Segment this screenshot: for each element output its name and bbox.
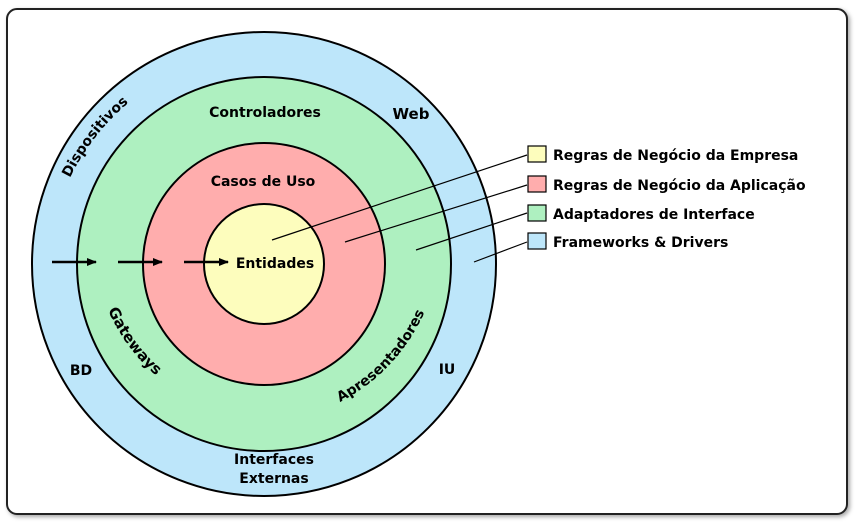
legend-item-regras-empresa: Regras de Negócio da Empresa	[527, 145, 798, 164]
legend-swatch	[527, 204, 547, 222]
legend-swatch	[527, 175, 547, 193]
legend-label: Adaptadores de Interface	[553, 207, 755, 223]
leader-line-entities	[271, 154, 528, 241]
leader-line-usecases	[344, 184, 528, 243]
label-externas: Externas	[239, 471, 308, 487]
legend-item-adaptadores: Adaptadores de Interface	[527, 204, 755, 223]
label-web: Web	[393, 105, 430, 123]
leader-line-frameworks	[473, 241, 528, 263]
legend-label: Regras de Negócio da Aplicação	[553, 178, 806, 194]
legend: Regras de Negócio da Empresa Regras de N…	[527, 145, 806, 251]
label-bd: BD	[70, 363, 92, 379]
label-entidades: Entidades	[236, 256, 314, 272]
label-casos-de-uso: Casos de Uso	[211, 174, 316, 190]
legend-swatch	[527, 145, 547, 163]
legend-item-regras-aplicacao: Regras de Negócio da Aplicação	[527, 175, 806, 194]
label-interfaces: Interfaces	[234, 452, 314, 468]
legend-item-frameworks: Frameworks & Drivers	[527, 232, 728, 251]
legend-label: Frameworks & Drivers	[553, 235, 728, 251]
legend-swatch	[527, 232, 547, 250]
layer-entities	[203, 203, 325, 325]
label-iu: IU	[439, 362, 456, 378]
label-controladores: Controladores	[209, 105, 321, 121]
leader-line-adapters	[415, 212, 528, 251]
legend-label: Regras de Negócio da Empresa	[553, 148, 798, 164]
